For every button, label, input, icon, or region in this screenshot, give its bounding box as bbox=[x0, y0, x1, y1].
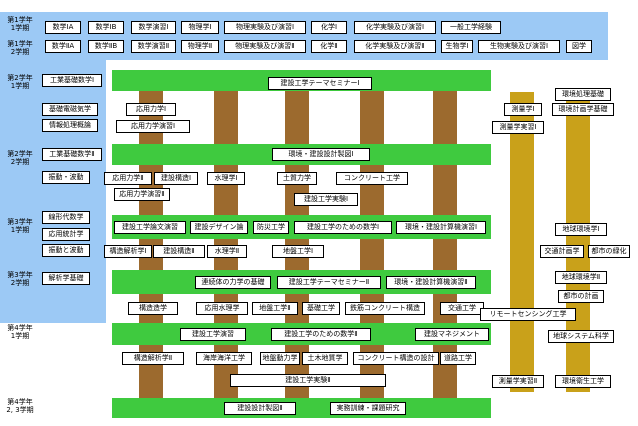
band-y4s2 bbox=[112, 398, 491, 418]
course-box[interactable]: 基礎電磁気学 bbox=[42, 103, 98, 116]
course-box[interactable]: 数学ⅡB bbox=[88, 40, 124, 53]
course-box[interactable]: 生物実験及び演習Ⅰ bbox=[478, 40, 560, 53]
course-box[interactable]: 応用水理学 bbox=[196, 302, 248, 315]
course-box[interactable]: 振動と波動 bbox=[42, 244, 90, 257]
course-box[interactable]: 海岸海洋工学 bbox=[196, 352, 252, 365]
course-box[interactable]: 地球システム科学 bbox=[548, 330, 614, 343]
course-box[interactable]: 一般工学経験 bbox=[441, 21, 501, 34]
course-box[interactable]: 地盤動力学 bbox=[260, 352, 300, 365]
year-label: 第2学年 1学期 bbox=[7, 74, 33, 90]
band-course[interactable]: 建設設計製図Ⅱ bbox=[224, 402, 296, 415]
course-box[interactable]: 測量学実習Ⅱ bbox=[492, 375, 544, 388]
course-box[interactable]: 地盤工学Ⅱ bbox=[252, 302, 298, 315]
course-box[interactable]: 化学Ⅰ bbox=[311, 21, 347, 34]
pillar bbox=[360, 88, 384, 400]
year-label: 第2学年 2学期 bbox=[7, 150, 33, 166]
course-box[interactable]: 建設構造Ⅰ bbox=[154, 172, 198, 185]
course-box[interactable]: 構造解析学Ⅰ bbox=[104, 245, 152, 258]
course-box[interactable]: 構造解析学Ⅱ bbox=[122, 352, 184, 365]
year-label: 第4学年 2, 3学期 bbox=[6, 398, 34, 414]
course-box[interactable]: 振動・波動 bbox=[42, 171, 90, 184]
course-box[interactable]: 土質力学 bbox=[277, 172, 317, 185]
course-box[interactable]: 測量学Ⅰ bbox=[504, 103, 542, 116]
course-box[interactable]: 環境処理基礎 bbox=[555, 88, 611, 101]
course-box[interactable]: 応用力学演習Ⅱ bbox=[114, 188, 170, 201]
course-box[interactable]: 工業基礎数学Ⅱ bbox=[42, 148, 102, 161]
pillar bbox=[139, 88, 163, 400]
year-label: 第4学年 1学期 bbox=[7, 324, 33, 340]
environment-pillar bbox=[566, 92, 590, 392]
course-box[interactable]: 物理学Ⅰ bbox=[181, 21, 219, 34]
course-box[interactable]: 都市の緑化 bbox=[588, 245, 630, 258]
year-label: 第3学年 2学期 bbox=[7, 271, 33, 287]
course-box[interactable]: 化学Ⅱ bbox=[311, 40, 347, 53]
band-course[interactable]: 環境・建設計算機演習Ⅱ bbox=[386, 276, 476, 289]
course-box[interactable]: 道路工学 bbox=[440, 352, 476, 365]
survey-pillar bbox=[510, 92, 534, 392]
band-course[interactable]: 環境・建設計算機演習Ⅰ bbox=[396, 221, 486, 234]
course-box[interactable]: 環境衛生工学 bbox=[555, 375, 611, 388]
course-box[interactable]: 物理実験及び演習Ⅰ bbox=[224, 21, 306, 34]
course-box[interactable]: 地球環境学Ⅰ bbox=[555, 223, 607, 236]
pillar bbox=[214, 88, 238, 400]
course-box[interactable]: 水理学Ⅰ bbox=[207, 172, 245, 185]
band-course[interactable]: 実務訓練・課題研究 bbox=[330, 402, 406, 415]
course-box[interactable]: 土木地質学 bbox=[302, 352, 348, 365]
course-box[interactable]: コンクリート工学 bbox=[336, 172, 408, 185]
course-box[interactable]: 水理学Ⅱ bbox=[207, 245, 247, 258]
course-box[interactable]: 地球環境学Ⅱ bbox=[555, 271, 607, 284]
band-course[interactable]: 建設工学テーマセミナーⅠ bbox=[268, 77, 372, 90]
course-box[interactable]: 工業基礎数学Ⅰ bbox=[42, 74, 102, 87]
year-label: 第3学年 1学期 bbox=[7, 218, 33, 234]
course-box[interactable]: 測量学実習Ⅰ bbox=[492, 121, 544, 134]
course-box[interactable]: 数学ⅠA bbox=[45, 21, 81, 34]
course-box[interactable]: 応用力学Ⅱ bbox=[104, 172, 152, 185]
course-box[interactable]: 図学 bbox=[566, 40, 592, 53]
course-box[interactable]: 建設工学実験Ⅱ bbox=[230, 374, 386, 387]
band-course[interactable]: 建設マネジメント bbox=[415, 328, 489, 341]
year-label: 第1学年 2学期 bbox=[7, 40, 33, 56]
course-box[interactable]: 交通計画学 bbox=[540, 245, 584, 258]
course-box[interactable]: 建設工学実験Ⅰ bbox=[294, 193, 358, 206]
year-label: 第1学年 1学期 bbox=[7, 16, 33, 32]
course-box[interactable]: 数学ⅡA bbox=[45, 40, 81, 53]
course-box[interactable]: 数学演習Ⅱ bbox=[131, 40, 176, 53]
band-course[interactable]: 建設工学のための数学Ⅰ bbox=[294, 221, 392, 234]
course-box[interactable]: 解析学基礎 bbox=[42, 272, 90, 285]
course-box[interactable]: 環境計画学基礎 bbox=[552, 103, 614, 116]
course-box[interactable]: 数学ⅠB bbox=[88, 21, 124, 34]
course-box[interactable]: 防災工学 bbox=[253, 221, 289, 234]
course-box[interactable]: 交通工学 bbox=[440, 302, 484, 315]
course-box[interactable]: 物理実験及び演習Ⅱ bbox=[224, 40, 306, 53]
band-course[interactable]: 建設工学テーマセミナーⅡ bbox=[277, 276, 381, 289]
course-box[interactable]: 化学実験及び演習Ⅱ bbox=[354, 40, 436, 53]
course-box[interactable]: 構造造学 bbox=[128, 302, 178, 315]
band-course[interactable]: 環境・建設設計製図Ⅰ bbox=[272, 148, 370, 161]
course-box[interactable]: 数学演習Ⅰ bbox=[131, 21, 176, 34]
course-box[interactable]: 物理学Ⅱ bbox=[181, 40, 219, 53]
course-box[interactable]: コンクリート構造の設計 bbox=[353, 352, 439, 365]
course-box[interactable]: 生物学Ⅰ bbox=[441, 40, 473, 53]
band-course[interactable]: 建設工学演習 bbox=[180, 328, 246, 341]
course-box[interactable]: 情報処理概論 bbox=[42, 119, 98, 132]
band-course[interactable]: 建設工学のための数学Ⅱ bbox=[271, 328, 371, 341]
course-box[interactable]: 都市の計画 bbox=[558, 290, 604, 303]
band-course[interactable]: 連続体の力学の基礎 bbox=[195, 276, 271, 289]
course-box[interactable]: 建設構造Ⅱ bbox=[153, 245, 205, 258]
course-box[interactable]: 化学実験及び演習Ⅰ bbox=[354, 21, 436, 34]
course-box[interactable]: 線形代数学 bbox=[42, 211, 90, 224]
course-box[interactable]: 基礎工学 bbox=[302, 302, 340, 315]
course-box[interactable]: 応用統計学 bbox=[42, 228, 90, 241]
course-box[interactable]: 応用力学演習Ⅰ bbox=[116, 120, 190, 133]
course-box[interactable]: 鉄筋コンクリート構造 bbox=[345, 302, 425, 315]
band-course[interactable]: 建設工学論文演習 bbox=[114, 221, 186, 234]
pillar bbox=[433, 88, 457, 400]
course-box[interactable]: 応用力学Ⅰ bbox=[126, 103, 176, 116]
course-box[interactable]: リモートセンシング工学 bbox=[480, 308, 576, 321]
course-box[interactable]: 地盤工学Ⅰ bbox=[272, 245, 324, 258]
pillar bbox=[285, 88, 309, 400]
course-box[interactable]: 建設デザイン論 bbox=[190, 221, 248, 234]
